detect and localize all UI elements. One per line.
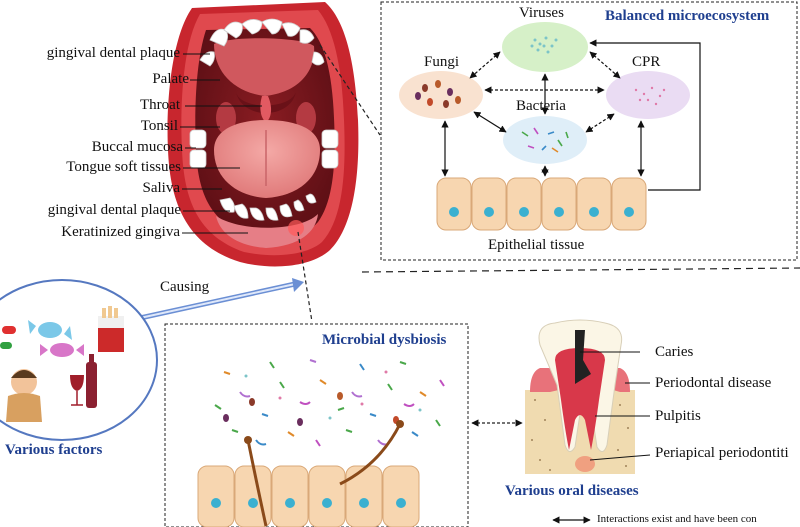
causing-arrow (139, 278, 304, 321)
label-keratinized-gingiva: Keratinized gingiva (61, 224, 180, 240)
label-epithelial-tissue: Epithelial tissue (488, 237, 585, 253)
label-cpr: CPR (632, 54, 661, 70)
dysbiosis-epithelium (197, 420, 420, 527)
dysbiosis-dots (223, 370, 422, 426)
mouth-illustration (167, 2, 359, 267)
balanced-title: Balanced microecosystem (605, 8, 770, 24)
label-viruses: Viruses (519, 5, 564, 21)
fungi-ellipse (399, 71, 483, 119)
mouth-leader-lines (180, 53, 262, 234)
label-saliva: Saliva (142, 180, 181, 196)
balanced-box (380, 1, 798, 261)
virus-particles (530, 36, 558, 54)
label-tongue-soft-tissues: Tongue soft tissues (66, 159, 181, 175)
label-periodontal-disease: Periodontal disease (655, 375, 772, 391)
disease-leader-lines (580, 351, 651, 461)
label-buccal-mucosa: Buccal mucosa (91, 139, 183, 155)
epithelial-cells-top (436, 177, 647, 231)
label-gingival-plaque-upper: gingival dental plaque (46, 45, 180, 61)
cpr-ellipse (606, 71, 690, 119)
label-gingival-plaque-lower: gingival dental plaque (47, 202, 181, 218)
cpr-particles (634, 86, 666, 106)
fungi-particles (415, 80, 461, 108)
tooth-illustration (525, 319, 635, 474)
label-bacteria: Bacteria (516, 98, 566, 114)
label-palate: Palate (152, 71, 189, 87)
dashed-connectors (297, 44, 381, 323)
label-pulpitis: Pulpitis (655, 408, 701, 424)
label-tonsil: Tonsil (140, 118, 178, 134)
label-causing: Causing (160, 279, 210, 295)
label-periapical-periodontitis: Periapical periodontiti (655, 445, 789, 461)
label-throat: Throat (140, 97, 180, 113)
diseases-title: Various oral diseases (505, 483, 639, 499)
section-divider (361, 267, 800, 273)
bacteria-ellipse (503, 116, 587, 164)
label-fungi: Fungi (424, 54, 460, 70)
dysbiosis-box (164, 323, 469, 527)
dysbiosis-title: Microbial dysbiosis (322, 332, 447, 348)
interaction-arrows (441, 39, 701, 191)
bacteria-particles (521, 127, 569, 153)
factors-illustrations (0, 306, 124, 422)
label-caries: Caries (655, 344, 694, 360)
dysbiosis-microbes (214, 359, 445, 447)
label-various-factors: Various factors (5, 442, 103, 458)
legend-text: Interactions exist and have been con (597, 513, 757, 525)
